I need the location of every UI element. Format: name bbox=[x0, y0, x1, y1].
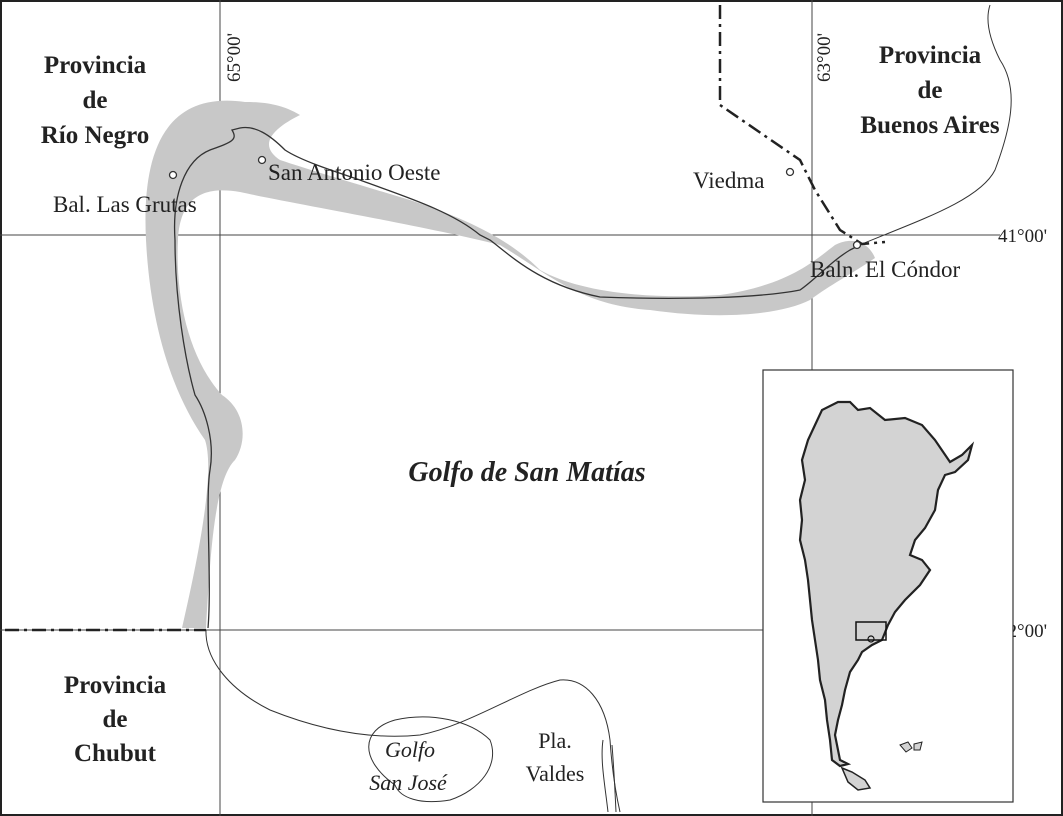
label-lon-63: 63°00' bbox=[814, 33, 835, 82]
label-golfo-san-matias: Golfo de San Matías bbox=[408, 457, 645, 488]
label-viedma: Viedma bbox=[693, 168, 764, 193]
label-san-antonio: San Antonio Oeste bbox=[268, 160, 441, 185]
province-rio-negro-line2: de bbox=[83, 87, 108, 114]
province-buenos-aires-line1: Provincia bbox=[879, 42, 982, 69]
valdes-lagoon bbox=[601, 739, 617, 813]
province-rio-negro-line1: Provincia bbox=[44, 52, 147, 79]
malvinas bbox=[899, 741, 923, 753]
coastline-north bbox=[173, 126, 863, 629]
label-las-grutas: Bal. Las Grutas bbox=[53, 192, 197, 217]
province-chubut-line1: Provincia bbox=[64, 672, 167, 699]
marker-las-grutas bbox=[168, 170, 178, 180]
study-area-locator-dot bbox=[867, 635, 875, 643]
study-area-band bbox=[145, 100, 875, 629]
province-buenos-aires-line2: de bbox=[918, 77, 943, 104]
argentina-outline bbox=[798, 400, 975, 768]
marker-san-antonio bbox=[257, 155, 267, 165]
province-rio-negro-line3: Río Negro bbox=[41, 122, 150, 149]
label-peninsula-line2: Valdes bbox=[526, 761, 585, 786]
label-lat-41: 41°00' bbox=[998, 226, 1047, 247]
boundary-rionegro-buenosaires bbox=[718, 5, 886, 246]
tierra-del-fuego bbox=[840, 766, 872, 791]
study-area-locator bbox=[855, 621, 887, 641]
buenos-aires-coast bbox=[861, 4, 1012, 245]
marker-viedma bbox=[785, 167, 795, 177]
inset-argentina bbox=[762, 369, 1014, 803]
label-peninsula-line1: Pla. bbox=[538, 728, 572, 753]
coastline-south bbox=[205, 629, 621, 813]
label-el-condor: Baln. El Cóndor bbox=[810, 257, 960, 282]
label-lon-65: 65°00' bbox=[224, 33, 245, 82]
golfo-san-jose-coast bbox=[368, 716, 494, 803]
marker-el-condor bbox=[852, 240, 862, 250]
province-chubut-line3: Chubut bbox=[74, 740, 157, 767]
label-golfo-san-jose-line1: Golfo bbox=[385, 737, 435, 762]
label-golfo-san-jose-line2: San José bbox=[369, 770, 448, 795]
province-chubut-line2: de bbox=[103, 706, 128, 733]
province-buenos-aires-line3: Buenos Aires bbox=[860, 112, 999, 139]
